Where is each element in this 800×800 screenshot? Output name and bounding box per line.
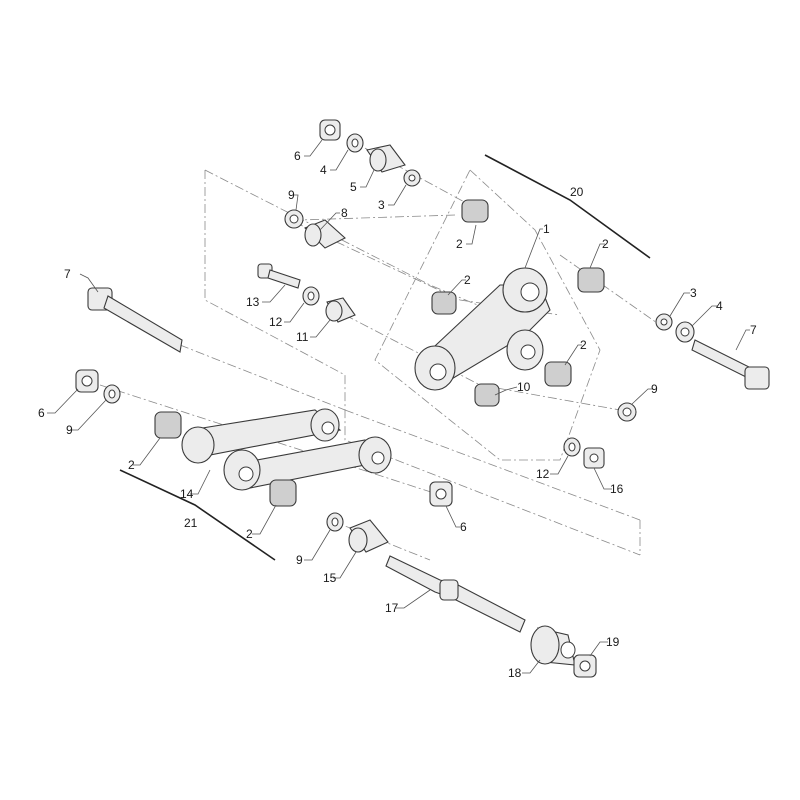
callout-17: 17 bbox=[385, 601, 399, 615]
bolt-7-right bbox=[691, 339, 770, 390]
washer-9-upper bbox=[284, 209, 304, 229]
callout-2-lever14-left: 2 bbox=[128, 458, 135, 472]
roller-18 bbox=[530, 625, 576, 666]
nut-6-lower bbox=[429, 481, 453, 507]
callout-19: 19 bbox=[606, 635, 620, 649]
bolt-7-left bbox=[87, 287, 183, 353]
callout-9-lower: 9 bbox=[296, 553, 303, 567]
connecting-rod-14 bbox=[181, 408, 392, 491]
nut-19 bbox=[573, 654, 597, 678]
bushing-11 bbox=[325, 297, 356, 323]
callout-6-left: 6 bbox=[38, 406, 45, 420]
bushing-15 bbox=[348, 519, 389, 553]
washer-3-right bbox=[655, 313, 673, 331]
bolt-13 bbox=[257, 263, 301, 289]
callout-12-upper: 12 bbox=[269, 315, 283, 329]
washer-3-top bbox=[403, 169, 421, 187]
bearing-2-left-lever1 bbox=[431, 291, 457, 315]
callout-5: 5 bbox=[350, 180, 357, 194]
callout-20: 20 bbox=[570, 185, 584, 199]
callout-14: 14 bbox=[180, 487, 194, 501]
callout-13: 13 bbox=[246, 295, 260, 309]
assembly-20-boundary bbox=[374, 169, 601, 461]
nut-6-top bbox=[319, 119, 341, 141]
washer-4-top bbox=[346, 133, 364, 153]
callout-2-lever14-lower: 2 bbox=[246, 527, 253, 541]
bearing-2-lower-lever1 bbox=[544, 361, 572, 387]
callout-4-top: 4 bbox=[320, 163, 327, 177]
callout-9-upper: 9 bbox=[288, 188, 295, 202]
callout-12-lower: 12 bbox=[536, 467, 550, 481]
washer-9-right bbox=[617, 402, 637, 422]
callout-10: 10 bbox=[517, 380, 531, 394]
nut-6-left bbox=[75, 369, 99, 393]
washer-12-upper bbox=[302, 286, 320, 306]
callout-4-right: 4 bbox=[716, 299, 723, 313]
assembly-lines bbox=[99, 139, 661, 561]
callout-2-top: 2 bbox=[456, 237, 463, 251]
callout-9-left: 9 bbox=[66, 423, 73, 437]
callout-16: 16 bbox=[610, 482, 624, 496]
washer-9-left bbox=[103, 384, 121, 404]
washer-12-lower bbox=[563, 437, 581, 457]
nut-16 bbox=[583, 447, 605, 469]
callout-labels: 6 4 5 3 9 8 2 1 2 2 13 12 11 7 2 10 3 4 … bbox=[38, 149, 757, 680]
callout-7-right: 7 bbox=[750, 323, 757, 337]
callout-6-lower: 6 bbox=[460, 520, 467, 534]
washer-9-lower bbox=[326, 512, 344, 532]
callout-8: 8 bbox=[341, 206, 348, 220]
callout-2-lower-right: 2 bbox=[580, 338, 587, 352]
bearing-2-right-lever1 bbox=[577, 267, 605, 293]
brace-assembly-21 bbox=[119, 469, 276, 561]
spacer-8 bbox=[304, 219, 346, 249]
bearing-2-lower-lever14 bbox=[269, 479, 297, 507]
callout-1: 1 bbox=[543, 222, 550, 236]
callout-15: 15 bbox=[323, 571, 337, 585]
bearing-2-left-lever14 bbox=[154, 411, 182, 439]
lever-1 bbox=[414, 267, 551, 391]
bearing-2-top bbox=[461, 199, 489, 223]
bushing-5 bbox=[366, 144, 406, 173]
callout-3-top: 3 bbox=[378, 198, 385, 212]
washer-4-right bbox=[675, 321, 695, 343]
callout-2-left: 2 bbox=[464, 273, 471, 287]
bushing-10 bbox=[474, 383, 500, 407]
callout-7-left: 7 bbox=[64, 267, 71, 281]
callout-2-right: 2 bbox=[602, 237, 609, 251]
brace-assembly-20 bbox=[484, 154, 651, 259]
callout-9-right: 9 bbox=[651, 382, 658, 396]
callout-21: 21 bbox=[184, 516, 198, 530]
leader-lines bbox=[47, 139, 750, 674]
callout-6-top: 6 bbox=[294, 149, 301, 163]
callout-3-right: 3 bbox=[690, 286, 697, 300]
callout-18: 18 bbox=[508, 666, 522, 680]
shaft-17 bbox=[385, 555, 526, 633]
callout-11: 11 bbox=[296, 330, 309, 344]
